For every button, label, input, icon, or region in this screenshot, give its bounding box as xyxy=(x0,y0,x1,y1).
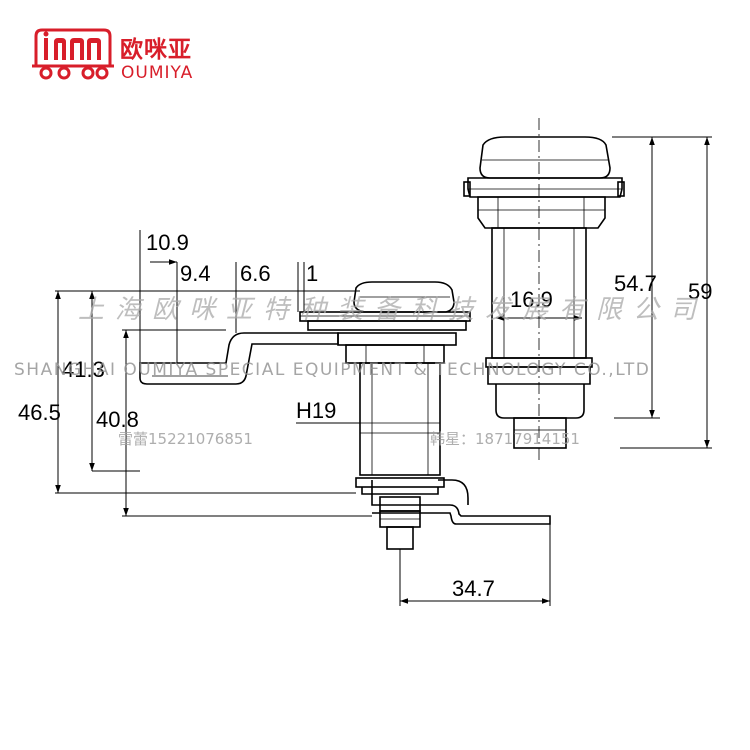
washer xyxy=(337,332,457,346)
dim-59: 59 xyxy=(688,279,712,304)
lock-body xyxy=(359,362,441,476)
side-cap xyxy=(479,136,611,179)
cam-arm xyxy=(139,332,339,385)
screw-tip xyxy=(386,526,414,550)
screw-nut xyxy=(379,496,421,512)
dim-1: 1 xyxy=(306,261,318,286)
top-flange xyxy=(307,320,467,331)
dim-h19: H19 xyxy=(296,398,336,423)
hex-nut xyxy=(345,344,445,364)
dim-34-7: 34.7 xyxy=(452,576,495,601)
knob-head xyxy=(353,281,455,313)
brand-name-cn: 欧咪亚 xyxy=(120,36,192,63)
dimension-lines xyxy=(55,136,712,606)
cam-bracket xyxy=(371,480,551,525)
dim-6-6: 6.6 xyxy=(240,261,271,286)
brand-name-en: OUMIYA xyxy=(121,63,194,83)
front-view xyxy=(139,281,551,550)
dim-9-4: 9.4 xyxy=(180,261,211,286)
side-flange xyxy=(467,177,623,198)
dim-10-9: 10.9 xyxy=(146,230,189,255)
dim-16-9: 16.9 xyxy=(510,287,553,312)
dim-46-5: 46.5 xyxy=(18,400,61,425)
dim-41-3: 41.3 xyxy=(62,357,105,382)
side-cam xyxy=(513,417,567,449)
dim-54-7: 54.7 xyxy=(614,271,657,296)
oumiya-logo xyxy=(32,28,114,80)
side-view xyxy=(463,118,625,460)
dim-40-8: 40.8 xyxy=(96,407,139,432)
side-nut xyxy=(477,196,606,229)
dimension-labels: 10.9 9.4 6.6 1 41.3 46.5 40.8 H19 16.9 5… xyxy=(18,230,712,601)
